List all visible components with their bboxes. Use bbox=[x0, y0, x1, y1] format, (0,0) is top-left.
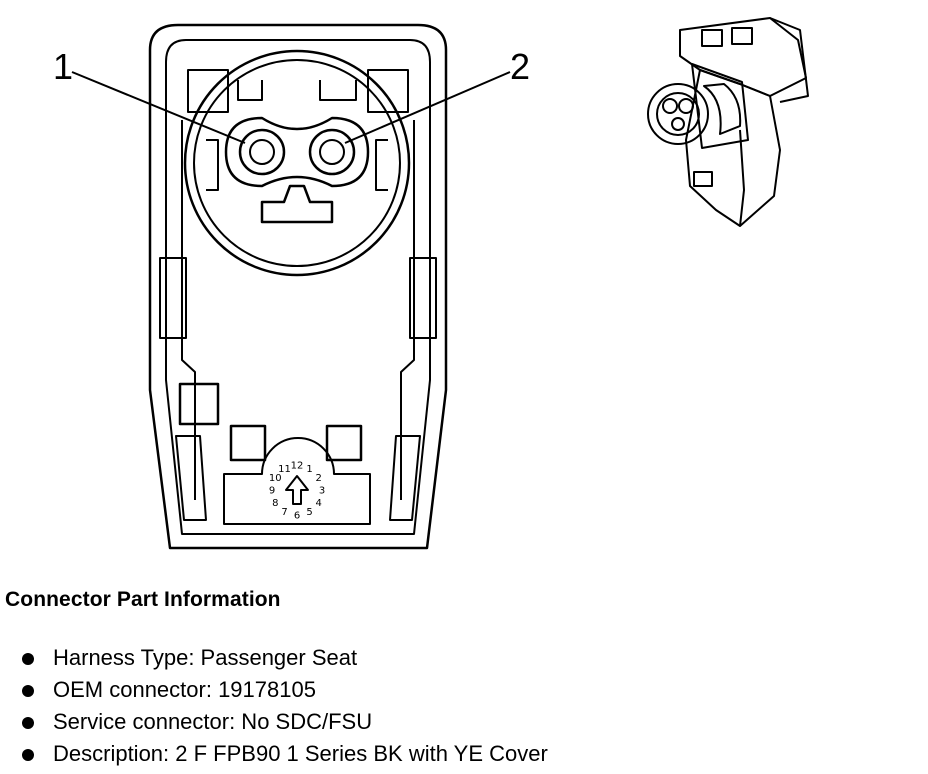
harness-type-text: Harness Type: Passenger Seat bbox=[53, 645, 358, 670]
right-side-tab bbox=[409, 257, 437, 339]
iso-face-ring-outer bbox=[647, 83, 709, 145]
bullet-icon bbox=[22, 749, 34, 761]
bullet-icon bbox=[22, 653, 34, 665]
cavity-key-left bbox=[206, 139, 219, 191]
list-item: Harness Type: Passenger Seat bbox=[22, 642, 548, 674]
clock-digit: 5 bbox=[306, 507, 312, 518]
terminal-1-inner bbox=[249, 139, 275, 165]
clock-digit: 3 bbox=[319, 486, 325, 497]
oem-connector-text: OEM connector: 19178105 bbox=[53, 677, 316, 702]
terminal-cavity-ring-outer bbox=[183, 49, 411, 277]
connector-info-heading: Connector Part Information bbox=[5, 588, 281, 611]
top-latch-right bbox=[367, 69, 409, 113]
clock-digit: 8 bbox=[272, 498, 278, 509]
service-connector-text: Service connector: No SDC/FSU bbox=[53, 709, 373, 734]
left-rail bbox=[181, 120, 196, 500]
terminal-key bbox=[260, 184, 334, 224]
terminal-2-inner bbox=[319, 139, 345, 165]
iso-bottom-latch bbox=[693, 171, 713, 187]
list-item: Description: 2 F FPB90 1 Series BK with … bbox=[22, 738, 548, 770]
terminal-cavity-ring-inner bbox=[193, 59, 401, 267]
clock-digit: 9 bbox=[269, 486, 275, 497]
clock-digit: 4 bbox=[316, 498, 322, 509]
callout-2-leader bbox=[344, 71, 511, 144]
callout-label-2: 2 bbox=[510, 46, 531, 87]
clock-digit: 7 bbox=[281, 507, 287, 518]
cavity-notch-right bbox=[319, 80, 357, 101]
iso-collar-band bbox=[703, 83, 742, 135]
iso-terminal-1 bbox=[662, 98, 678, 114]
list-item: OEM connector: 19178105 bbox=[22, 674, 548, 706]
cavity-key-right bbox=[375, 139, 388, 191]
clock-digit: 2 bbox=[316, 473, 322, 484]
description-text: Description: 2 F FPB90 1 Series BK with … bbox=[53, 741, 548, 766]
iso-top-slot-right bbox=[731, 27, 753, 45]
connector-inner-rim bbox=[165, 39, 431, 535]
clock-digit: 11 bbox=[278, 464, 291, 475]
callout-label-1: 1 bbox=[53, 46, 74, 87]
iso-housing-body bbox=[685, 69, 781, 227]
left-bottom-tab bbox=[175, 435, 207, 521]
cavity-notch-left bbox=[237, 80, 263, 101]
iso-face-ring-inner bbox=[656, 92, 700, 136]
callout-1-leader bbox=[71, 71, 246, 144]
terminal-body bbox=[224, 116, 370, 188]
left-side-tab bbox=[159, 257, 187, 339]
bullet-icon bbox=[22, 717, 34, 729]
connector-housing-outline bbox=[148, 23, 448, 550]
clock-digit: 10 bbox=[269, 473, 282, 484]
list-item: Service connector: No SDC/FSU bbox=[22, 706, 548, 738]
bullet-icon bbox=[22, 685, 34, 697]
iso-top-slot-left bbox=[701, 29, 723, 47]
square-right-lower bbox=[325, 424, 363, 462]
right-bottom-tab bbox=[389, 435, 421, 521]
iso-terminal-key bbox=[671, 117, 685, 131]
iso-terminal-2 bbox=[678, 98, 694, 114]
date-plate bbox=[223, 437, 371, 525]
terminal-1-outer bbox=[238, 128, 286, 176]
clock-digit: 6 bbox=[294, 511, 300, 522]
iso-side-edge bbox=[739, 129, 745, 227]
square-left-upper bbox=[178, 382, 220, 426]
iso-rear-block bbox=[769, 17, 809, 103]
connector-isometric-view bbox=[647, 17, 809, 227]
clock-digit: 1 bbox=[306, 464, 312, 475]
clock-arrow bbox=[285, 475, 309, 505]
connector-info-list: Harness Type: Passenger Seat OEM connect… bbox=[22, 642, 548, 770]
terminal-2-outer bbox=[308, 128, 356, 176]
clock-digit: 12 bbox=[291, 461, 304, 472]
square-left-lower bbox=[229, 424, 267, 462]
